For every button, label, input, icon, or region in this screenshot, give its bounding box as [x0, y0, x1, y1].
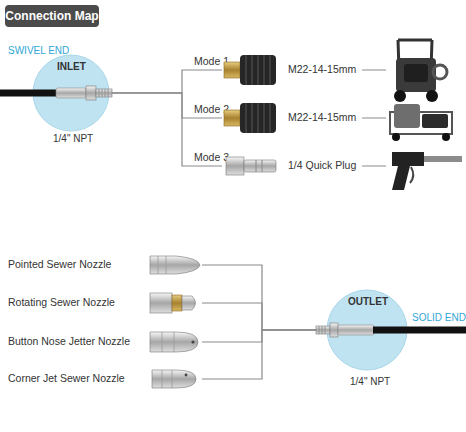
nozzle-name: Corner Jet Sewer Nozzle: [8, 372, 125, 385]
pointed-nozzle: [150, 256, 200, 274]
port-label: INLET: [57, 61, 86, 73]
gun-trigger: [410, 167, 413, 183]
nozzle-orifice: [185, 374, 188, 377]
washer-handle: [398, 40, 432, 100]
port-circle: [327, 290, 407, 370]
nozzle-name: Rotating Sewer Nozzle: [8, 296, 115, 309]
ferrule: [56, 88, 86, 98]
fitting-spec: M22-14-15mm: [288, 63, 356, 76]
fitting-spec: 1/4 Quick Plug: [288, 159, 356, 172]
connector-line: [202, 303, 316, 330]
fitting-spec: M22-14-15mm: [288, 111, 356, 124]
fitting-item: M22-14-15mm: [222, 103, 362, 133]
connector-line: [112, 93, 222, 118]
brass-hex: [224, 62, 240, 78]
plug-groove: [256, 160, 262, 172]
rotating-nozzle-tip: [182, 296, 196, 310]
leader-line: [362, 70, 386, 166]
nozzle-name: Pointed Sewer Nozzle: [8, 258, 111, 271]
mode-label: Mode 1: [194, 55, 229, 68]
nozzle-item: Button Nose Jetter Nozzle: [4, 325, 202, 359]
ferrule: [338, 325, 374, 335]
hex-nut: [330, 323, 338, 337]
hose: [373, 327, 466, 334]
wheel: [394, 90, 406, 102]
corner-jet-nozzle: [152, 370, 196, 388]
mode-label: Mode 3: [194, 151, 229, 164]
hose-reel: [433, 65, 447, 79]
hex-nut: [86, 86, 96, 100]
nozzle-name: Button Nose Jetter Nozzle: [8, 335, 130, 348]
thread-lines: [319, 326, 325, 334]
title-banner: Connection Map: [5, 5, 99, 27]
port-label: OUTLET: [348, 296, 388, 308]
washer-motor: [404, 64, 428, 82]
diagram-title: Connection Map: [5, 9, 98, 23]
rotating-nozzle-ring: [172, 295, 182, 311]
connector-line: [202, 330, 316, 379]
nozzle-item: Rotating Sewer Nozzle: [4, 286, 202, 320]
inlet-circle: SWIVEL END INLET 1/4" NPT: [2, 44, 112, 146]
plug-hex: [226, 157, 244, 175]
thread: [96, 89, 112, 97]
coupler-grip: [246, 55, 270, 85]
plug-body: [244, 160, 276, 172]
washer-body: [396, 58, 436, 92]
fitting-item: M22-14-15mm: [222, 55, 362, 85]
hose: [0, 90, 60, 97]
connector-line: [112, 93, 222, 166]
coupler-body: [240, 55, 276, 85]
wheel: [442, 133, 450, 141]
thread: [316, 326, 330, 334]
end-label: SWIVEL END: [8, 45, 69, 57]
thread-lines: [99, 89, 108, 97]
connector-line: [202, 330, 316, 342]
engine: [394, 104, 420, 128]
nozzle-item: Corner Jet Sewer Nozzle: [4, 362, 202, 396]
circle-outline: [316, 282, 466, 394]
nozzle-hex-line: [158, 256, 166, 274]
end-label: SOLID END: [412, 312, 466, 324]
washer-frame: [390, 112, 452, 134]
port-circle: [33, 55, 109, 131]
coupler-body: [240, 103, 276, 133]
gun-body: [392, 152, 424, 190]
fitting-item: 1/4 Quick Plug: [222, 151, 362, 181]
mode-label: Mode 2: [194, 103, 229, 116]
circle-outline: [2, 44, 112, 146]
connector-line: [202, 265, 316, 330]
brass-hex: [224, 110, 240, 126]
pump: [422, 114, 448, 128]
nozzle-hex-line: [162, 332, 174, 352]
nozzle-item: Pointed Sewer Nozzle: [4, 248, 202, 282]
wheel: [392, 133, 400, 141]
outlet-circle: OUTLET SOLID END 1/4" NPT: [316, 282, 466, 394]
nozzle-hex-line: [162, 370, 172, 388]
nozzle-orifice: [191, 340, 194, 343]
coupler-grip: [246, 103, 270, 133]
thread-size: 1/4" NPT: [350, 376, 390, 388]
rotating-nozzle-body: [150, 293, 172, 313]
gun-lance: [420, 156, 462, 162]
connector-line: [112, 70, 222, 93]
wheel: [426, 90, 438, 102]
thread-size: 1/4" NPT: [53, 133, 93, 145]
button-nose-nozzle: [150, 332, 198, 352]
